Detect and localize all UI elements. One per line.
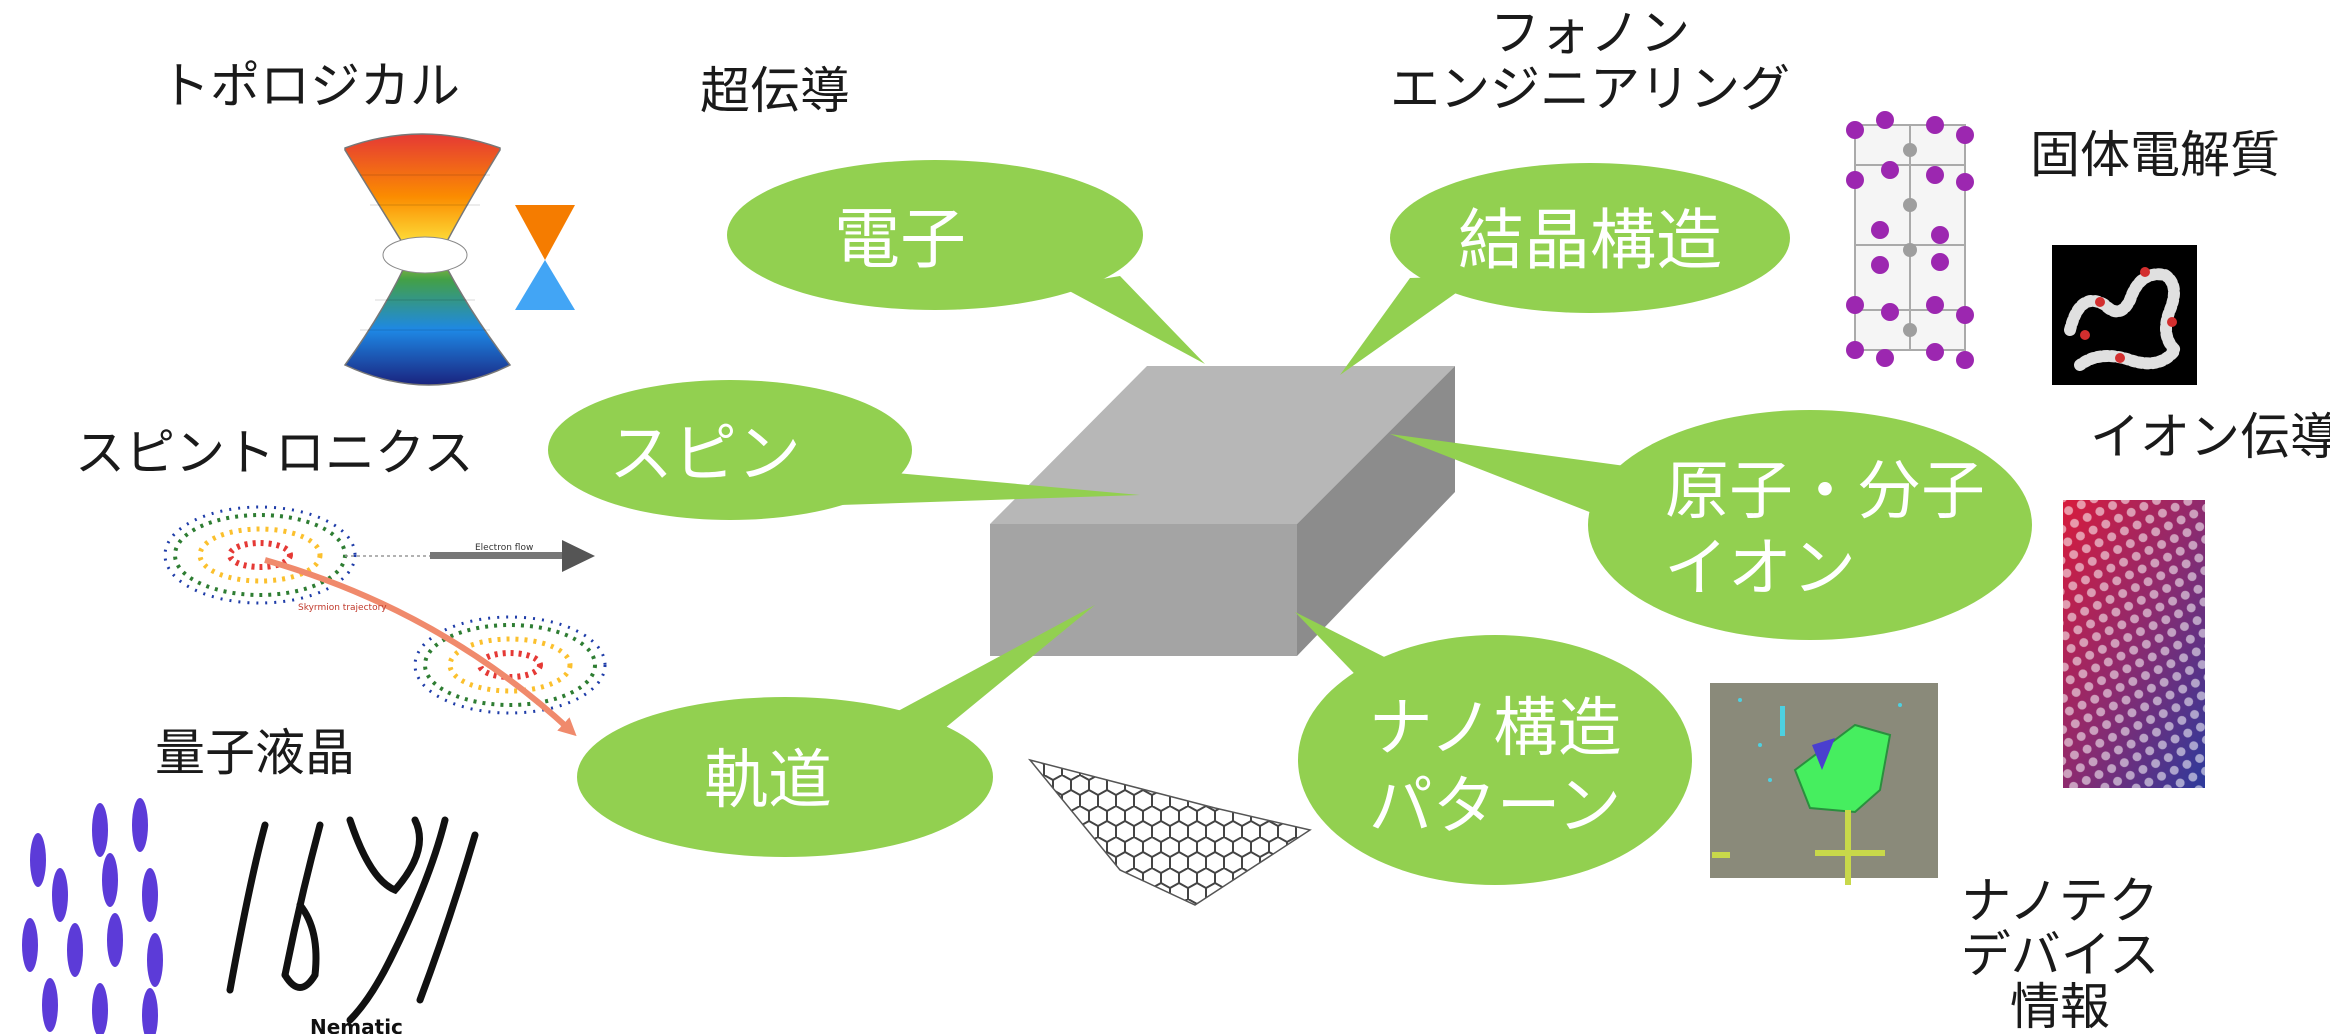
bubble-orbital-label: 軌道: [704, 744, 832, 818]
bubble-electron: 電子: [727, 160, 1205, 364]
graphene-sheet-image: [1027, 758, 1312, 906]
label-topological: トポロジカル: [160, 57, 460, 115]
label-phonon-engineering-line2: エンジニアリング: [1390, 60, 1790, 118]
label-solid-electrolyte: 固体電解質: [2030, 126, 2280, 184]
bubble-atom-molecule-ion-label-line2: イオン: [1664, 532, 1856, 606]
polymer-molecule-image: [2052, 245, 2197, 385]
ion-conduction-image: [2063, 500, 2205, 788]
nematic-caption: Nematic: [310, 1015, 403, 1034]
bubble-orbital: 軌道: [577, 605, 1095, 857]
bubble-spin: スピン: [548, 380, 1140, 520]
bubble-spin-label: スピン: [609, 418, 801, 492]
skyrmion-trajectory-caption: Skyrmion trajectory: [298, 603, 387, 613]
label-quantum-liquid-crystal: 量子液晶: [155, 724, 355, 782]
bubble-atom-molecule-ion: 原子・分子 イオン: [1390, 410, 2032, 640]
label-nanotech-line1: ナノテク: [1961, 872, 2159, 930]
label-spintronics: スピントロニクス: [75, 424, 474, 482]
label-nanotech-line3: 情報: [2010, 978, 2110, 1034]
bubble-nanostructure-pattern-label-line1: ナノ構造: [1369, 692, 1622, 766]
bubble-atom-molecule-ion-label-line1: 原子・分子: [1665, 455, 1985, 529]
skyrmion-image: Electron flow Skyrmion trajectory: [163, 505, 607, 737]
crystal-lattice-image: [1846, 111, 1974, 369]
liquid-crystal-image: Nematic: [22, 798, 479, 1034]
bubble-nanostructure-pattern: ナノ構造 パターン: [1295, 612, 1692, 885]
bubble-electron-label: 電子: [834, 201, 966, 278]
label-superconductivity: 超伝導: [700, 62, 850, 120]
bubble-crystal-structure-label: 結晶構造: [1458, 202, 1722, 279]
label-phonon-engineering-line1: フォノン: [1490, 4, 1690, 62]
bubble-crystal-structure: 結晶構造: [1340, 163, 1790, 375]
label-ion-conduction: イオン伝導: [2090, 408, 2330, 466]
electron-flow-caption: Electron flow: [475, 543, 533, 553]
block-top-face: [990, 366, 1455, 524]
central-material-block: [990, 366, 1455, 656]
bubble-nanostructure-pattern-label-line2: パターン: [1369, 770, 1622, 844]
nanodevice-image: [1710, 683, 1938, 885]
label-nanotech-line2: デバイス: [1961, 926, 2160, 984]
block-front-face: [990, 524, 1297, 656]
dirac-cone-image: [343, 133, 575, 386]
